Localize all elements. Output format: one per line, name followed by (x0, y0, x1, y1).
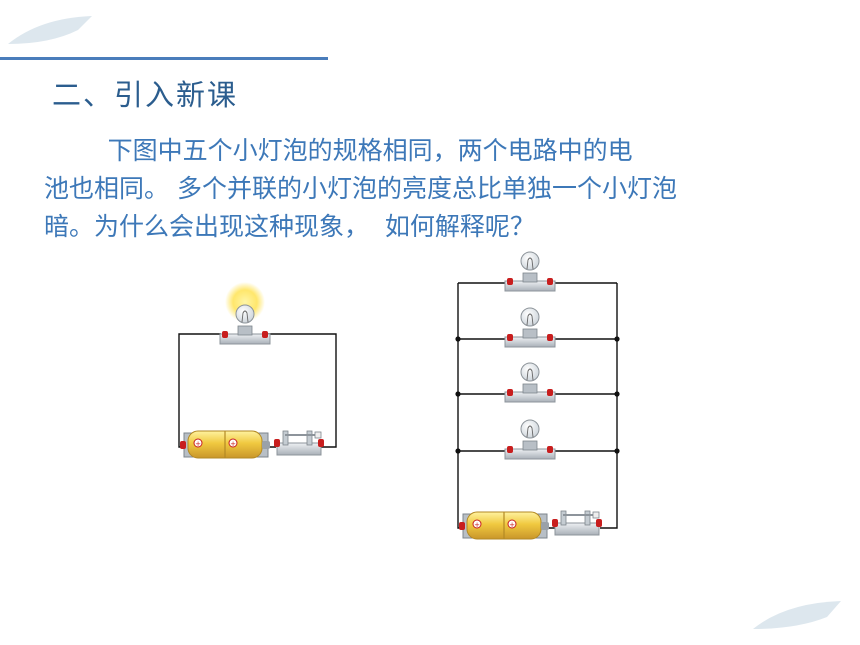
knife-switch-icon (273, 430, 325, 456)
battery-icon (458, 511, 550, 540)
light-bulb-icon (504, 307, 556, 348)
header-underline (0, 57, 328, 60)
top-left-decoration (0, 16, 328, 60)
junction-dots (455, 336, 620, 454)
paragraph-line-1: 下图中五个小灯泡的规格相同，两个电路中的电 (44, 136, 633, 165)
paragraph-line-2: 池也相同。 多个并联的小灯泡的亮度总比单独一个小灯泡 (44, 174, 677, 203)
light-bulb-icon (504, 419, 556, 460)
paragraph-line-3: 暗。为什么会出现这种现象， 如何解释呢？ (44, 212, 535, 241)
light-bulb-icon (504, 251, 556, 292)
circuit1-wire (178, 333, 337, 448)
knife-switch-icon (551, 510, 603, 536)
bottom-right-decoration (753, 601, 841, 629)
question-paragraph: 下图中五个小灯泡的规格相同，两个电路中的电 池也相同。 多个并联的小灯泡的亮度总… (44, 132, 804, 246)
single-bulb-circuit (178, 282, 337, 459)
battery-icon (179, 430, 271, 459)
parallel-circuit (455, 251, 620, 540)
light-bulb-icon (504, 362, 556, 403)
section-title: 二、引入新课 (52, 78, 239, 112)
